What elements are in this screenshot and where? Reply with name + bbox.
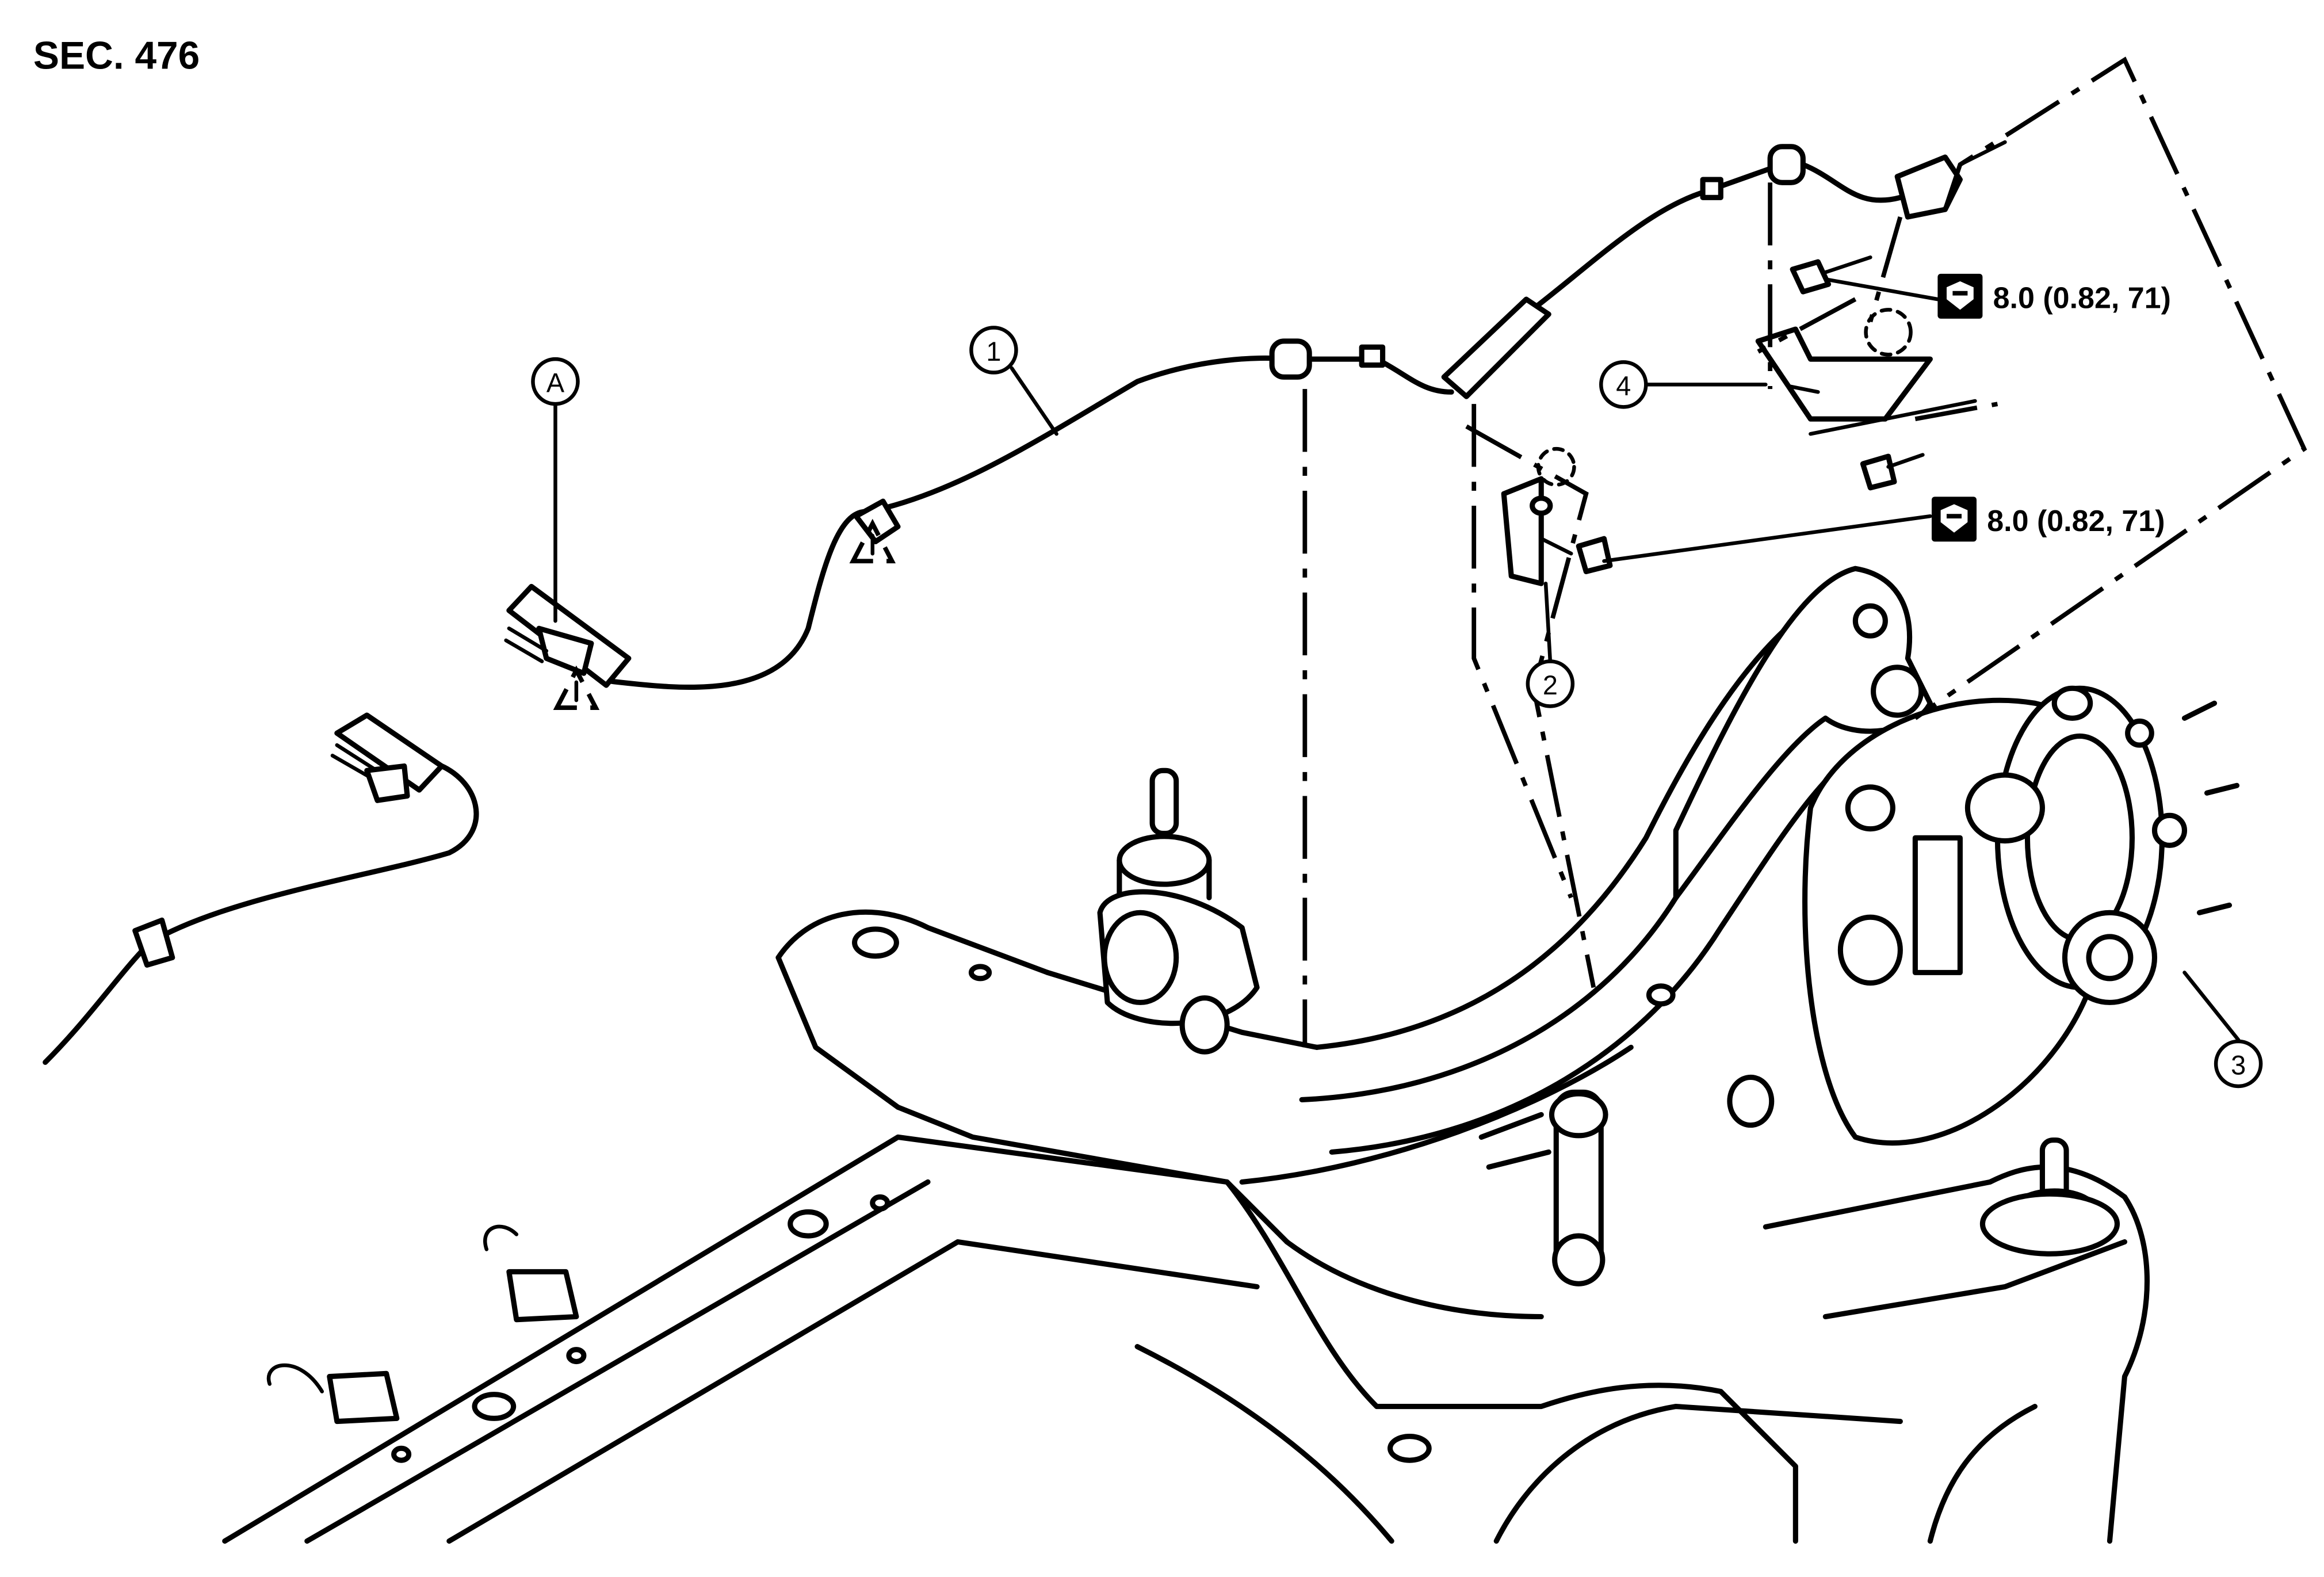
svg-text:8.0 (0.82, 71): 8.0 (0.82, 71) <box>1987 505 2165 538</box>
upper-link-arm <box>1673 566 1933 900</box>
svg-text:4: 4 <box>1616 371 1631 401</box>
callout-a: A <box>531 357 580 406</box>
svg-text:2: 2 <box>1543 670 1558 700</box>
callout-4: 4 <box>1599 360 1648 409</box>
caution-triangle-icon <box>849 518 896 564</box>
sensor-bracket-4 <box>1755 308 1977 436</box>
assembly-guide-lines <box>1302 56 2307 1048</box>
svg-text:A: A <box>546 368 565 398</box>
torque-wrench-icon <box>1937 273 1983 319</box>
torque-spec-upper: 8.0 (0.82, 71) <box>1937 273 2171 319</box>
rear-wheel-sensor-harness <box>504 140 2007 690</box>
caution-triangle-icon <box>553 665 600 710</box>
callout-2: 2 <box>1526 659 1575 708</box>
vehicle-side-harness <box>43 712 579 1425</box>
svg-text:3: 3 <box>2231 1051 2246 1080</box>
callout-3: 3 <box>2214 1039 2263 1089</box>
torque-spec-lower: 8.0 (0.82, 71) <box>1931 497 2165 542</box>
svg-text:8.0 (0.82, 71): 8.0 (0.82, 71) <box>1993 282 2171 315</box>
callout-leaders <box>553 278 2241 1042</box>
section-label: SEC. 476 <box>33 35 200 78</box>
axle-hub-assembly <box>1802 685 2240 1146</box>
torque-wrench-icon <box>1931 497 1977 542</box>
svg-text:1: 1 <box>986 337 1001 366</box>
mounting-bolts <box>1539 255 1925 574</box>
callout-1: 1 <box>969 326 1018 375</box>
suspension-member <box>222 595 2150 1544</box>
